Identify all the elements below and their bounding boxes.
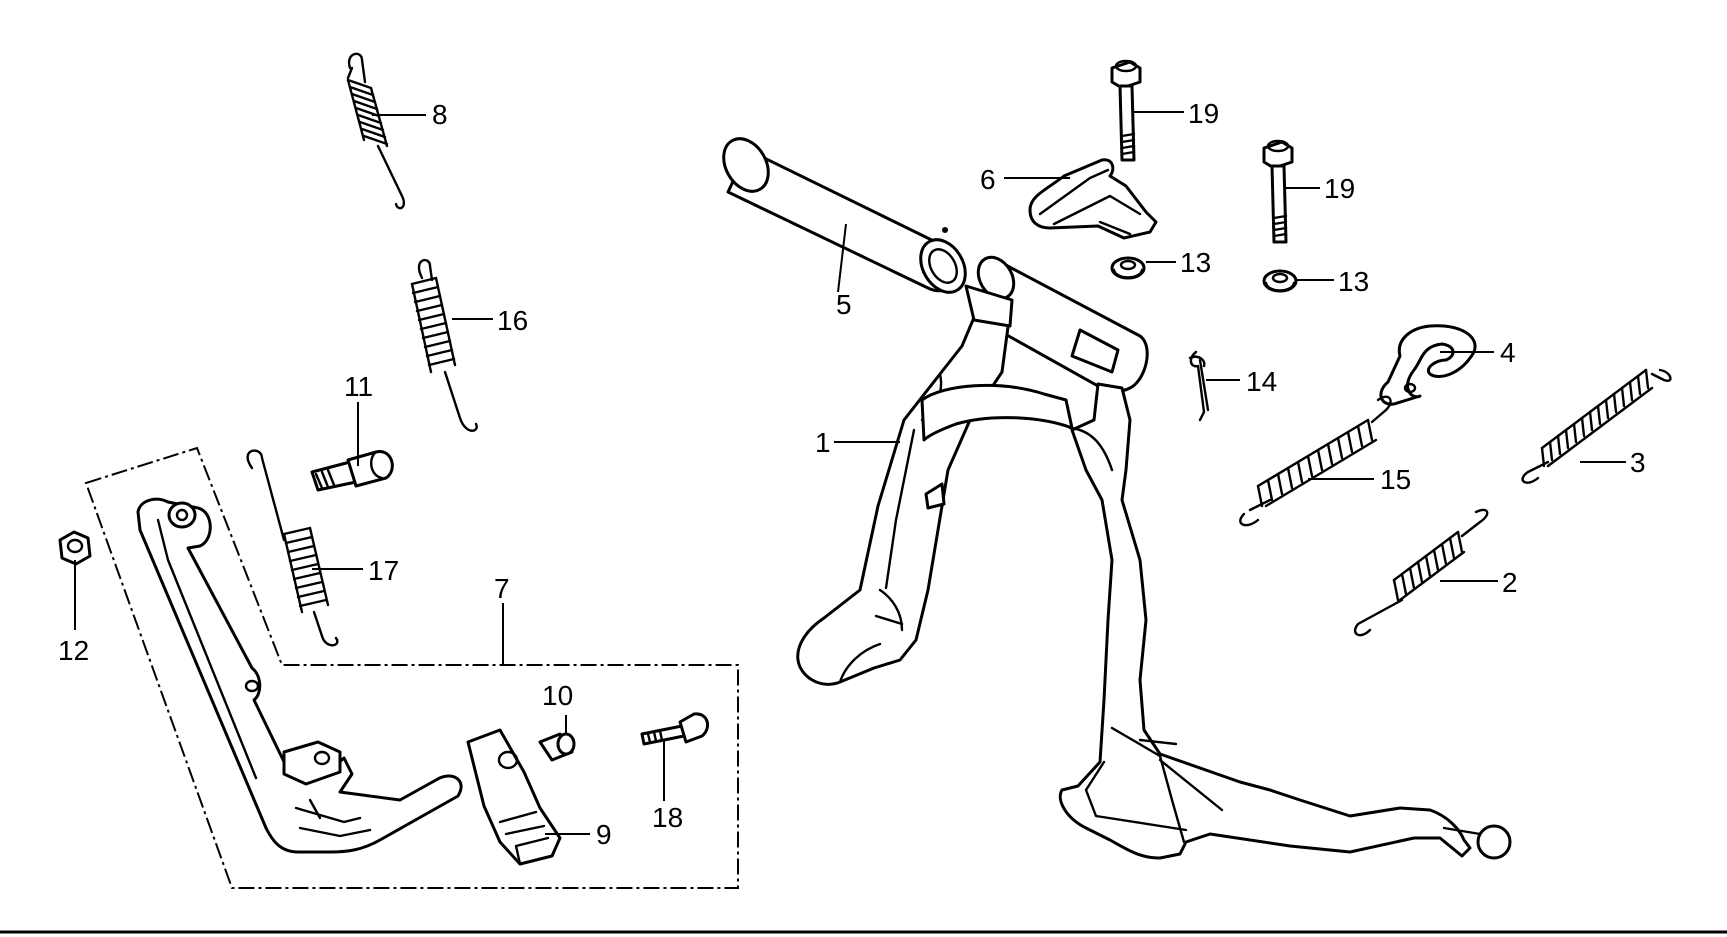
callout-7: 7 (494, 573, 510, 604)
callout-19-b: 19 (1324, 173, 1355, 204)
callout-11: 11 (344, 371, 373, 402)
spring-3 (1521, 368, 1672, 484)
callout-6: 6 (980, 164, 996, 195)
callout-5: 5 (836, 289, 852, 320)
callout-13-b: 13 (1338, 266, 1369, 297)
callout-19-a: 19 (1188, 98, 1219, 129)
callout-2: 2 (1502, 567, 1518, 598)
callout-3: 3 (1630, 447, 1646, 478)
spring-8 (346, 52, 406, 210)
callout-14: 14 (1246, 366, 1277, 397)
callout-17: 17 (368, 555, 399, 586)
callout-4: 4 (1500, 337, 1516, 368)
callout-13-a: 13 (1180, 247, 1211, 278)
side-stand-arm (136, 497, 463, 854)
leader-lines (74, 111, 1626, 835)
main-stand-1 (796, 255, 1512, 860)
bolt-19-b (1262, 139, 1294, 244)
nut-12 (58, 530, 92, 566)
bolt-19-a (1110, 59, 1142, 162)
plate-4 (1379, 324, 1477, 406)
spring-2 (1353, 508, 1489, 637)
callout-18: 18 (652, 802, 683, 833)
bolt-18 (640, 712, 710, 746)
bolt-11 (310, 450, 394, 492)
pipe-5 (722, 137, 967, 294)
callout-15: 15 (1380, 464, 1411, 495)
callout-16: 16 (497, 305, 528, 336)
collar-10 (538, 732, 576, 762)
spring-16 (410, 258, 478, 432)
callout-8: 8 (432, 99, 448, 130)
nut-13-b (1262, 269, 1298, 293)
spring-17 (246, 449, 339, 647)
callout-12: 12 (58, 635, 89, 666)
bracket-6 (1028, 158, 1158, 240)
callout-10: 10 (542, 680, 573, 711)
assembly-7-outline (84, 446, 739, 889)
callout-9: 9 (596, 819, 612, 850)
nut-13-a (1110, 256, 1146, 280)
callout-1: 1 (815, 427, 831, 458)
cotter-pin-14 (1188, 350, 1210, 422)
spring-15 (1239, 395, 1392, 527)
bracket-9 (466, 728, 562, 866)
